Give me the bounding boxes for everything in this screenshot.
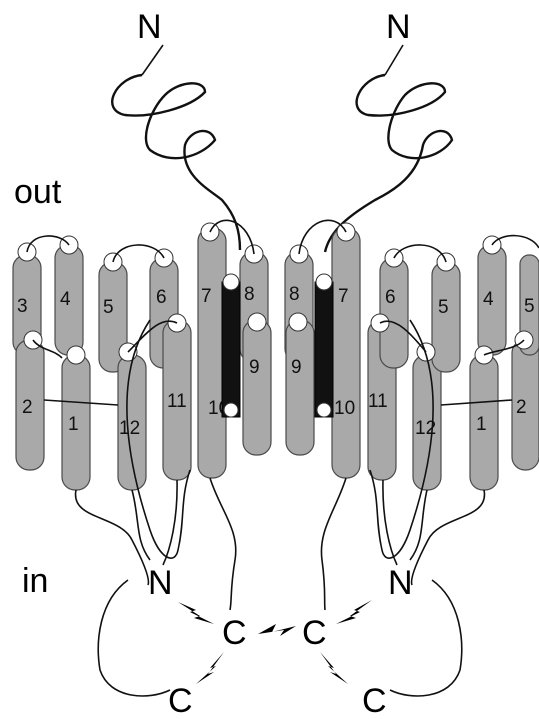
c-terminus-left-bottom: C	[168, 682, 193, 719]
right-helix-9-label: 9	[291, 357, 302, 378]
right-helix-1-label: 1	[476, 414, 487, 435]
left-helix-6-label: 6	[156, 287, 167, 308]
right-subunit: 8 9 7 10 11 6 12 5 1 4 2 5	[285, 223, 539, 490]
n-terminus-left-top: N	[137, 8, 162, 46]
c-terminus-right-bottom: C	[362, 682, 387, 719]
cap	[289, 313, 307, 331]
left-subunit: 3 4 2 1 5 12 6 11 7 10 8 9	[13, 223, 271, 490]
right-helix-7	[332, 228, 360, 478]
inside-label: in	[22, 562, 48, 600]
right-helix-11-label: 11	[368, 391, 388, 412]
right-helix-4-label: 4	[483, 289, 494, 310]
left-pore-segment	[222, 282, 240, 417]
cap	[223, 274, 239, 290]
right-helix-7-label: 7	[338, 286, 349, 307]
interaction-bolt-icon	[336, 600, 372, 624]
right-helix-10-label: 10	[334, 398, 355, 419]
interaction-bolt-icon	[178, 602, 214, 624]
right-pore-segment	[315, 282, 333, 417]
left-helix-3-label: 3	[17, 296, 28, 317]
left-helix-2-label: 2	[22, 397, 33, 418]
c-terminus-left-center: C	[222, 614, 247, 652]
n-terminal-helix-right	[325, 45, 452, 252]
left-helix-12-label: 12	[119, 418, 140, 439]
right-helix-6-label: 6	[385, 287, 396, 308]
right-helix-3-label: 5	[524, 296, 535, 317]
right-helix-6	[380, 258, 408, 368]
left-helix-9	[243, 320, 271, 455]
extracellular-loops	[27, 220, 539, 262]
outside-label: out	[14, 173, 62, 211]
interaction-bolt-icon	[258, 624, 296, 636]
left-helix-11-label: 11	[167, 391, 187, 412]
right-helix-9	[286, 320, 314, 455]
cap	[248, 313, 266, 331]
right-helix-2-label: 2	[516, 397, 527, 418]
interaction-bolts	[178, 600, 372, 684]
n-terminus-left-bottom: N	[148, 564, 173, 602]
cap	[67, 346, 85, 364]
n-terminus-right-top: N	[386, 8, 411, 46]
right-helix-8-label: 8	[289, 284, 300, 305]
right-helix-5-label: 5	[438, 297, 449, 318]
left-helix-7-label: 7	[201, 286, 212, 307]
n-terminal-helix-left	[112, 45, 240, 250]
interaction-bolt-icon	[196, 652, 224, 684]
c-terminus-right-center: C	[302, 614, 327, 652]
left-helix-4-label: 4	[60, 289, 71, 310]
n-terminus-right-bottom: N	[388, 564, 413, 602]
left-helix-1-label: 1	[68, 414, 79, 435]
cap	[316, 274, 332, 290]
interaction-bolt-icon	[320, 652, 348, 684]
left-helix-8-label: 8	[244, 284, 255, 305]
left-helix-9-label: 9	[249, 357, 260, 378]
cap	[317, 403, 331, 417]
cap	[224, 403, 238, 417]
left-helix-5-label: 5	[103, 297, 114, 318]
